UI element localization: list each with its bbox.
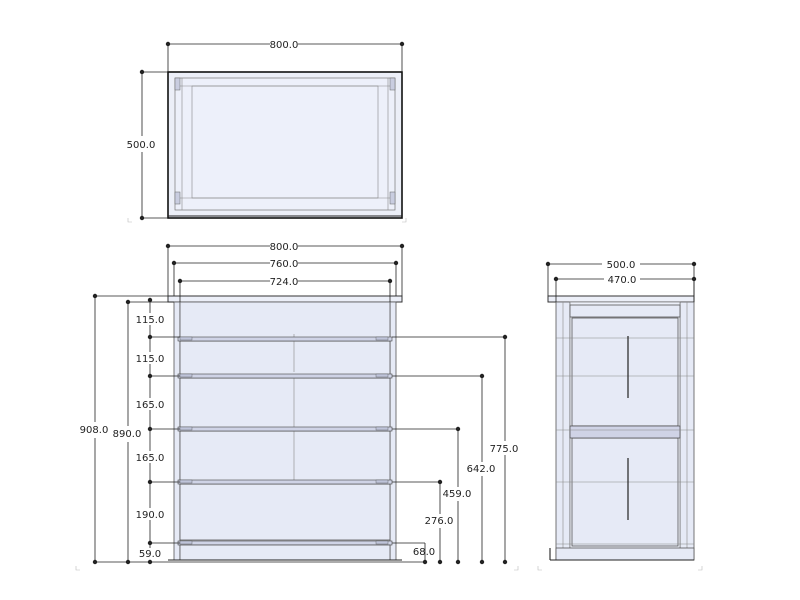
level-642-dimension: 642.0 bbox=[467, 464, 496, 475]
drawer-1-height-dimension: 115.0 bbox=[136, 315, 165, 326]
front-outer-width-dimension: 760.0 bbox=[270, 259, 299, 270]
drawer-4 bbox=[179, 430, 391, 482]
drawer-2 bbox=[179, 340, 391, 376]
drawer-5 bbox=[179, 483, 391, 541]
level-459-dimension: 459.0 bbox=[443, 489, 472, 500]
top-view: 800.0 500.0 bbox=[127, 40, 405, 221]
drawer-3-height-dimension: 165.0 bbox=[136, 400, 165, 411]
drawer-5-height-dimension: 190.0 bbox=[136, 510, 165, 521]
front-overall-height-dimension: 908.0 bbox=[80, 425, 109, 436]
side-inner-depth-dimension: 470.0 bbox=[608, 275, 637, 286]
drawer-2-height-dimension: 115.0 bbox=[136, 354, 165, 365]
front-inner-width-dimension: 724.0 bbox=[270, 277, 299, 288]
side-view: 500.0 470.0 bbox=[545, 260, 697, 561]
front-overall-width-dimension: 800.0 bbox=[270, 242, 299, 253]
drawer-1 bbox=[179, 301, 391, 339]
view-frames bbox=[75, 218, 703, 571]
side-depth-dimension: 500.0 bbox=[607, 260, 636, 271]
level-276-dimension: 276.0 bbox=[425, 516, 454, 527]
base-height-dimension: 59.0 bbox=[139, 549, 161, 560]
plinth-dimension: 68.0 bbox=[413, 547, 435, 558]
drawer-4-height-dimension: 165.0 bbox=[136, 453, 165, 464]
top-depth-dimension: 500.0 bbox=[127, 140, 156, 151]
drawer-3 bbox=[179, 377, 391, 429]
level-775-dimension: 775.0 bbox=[490, 444, 519, 455]
front-view: 800.0 760.0 724.0 908.0 890.0 bbox=[80, 242, 519, 565]
front-body-height-dimension: 890.0 bbox=[113, 429, 142, 440]
top-width-dimension: 800.0 bbox=[270, 40, 299, 51]
